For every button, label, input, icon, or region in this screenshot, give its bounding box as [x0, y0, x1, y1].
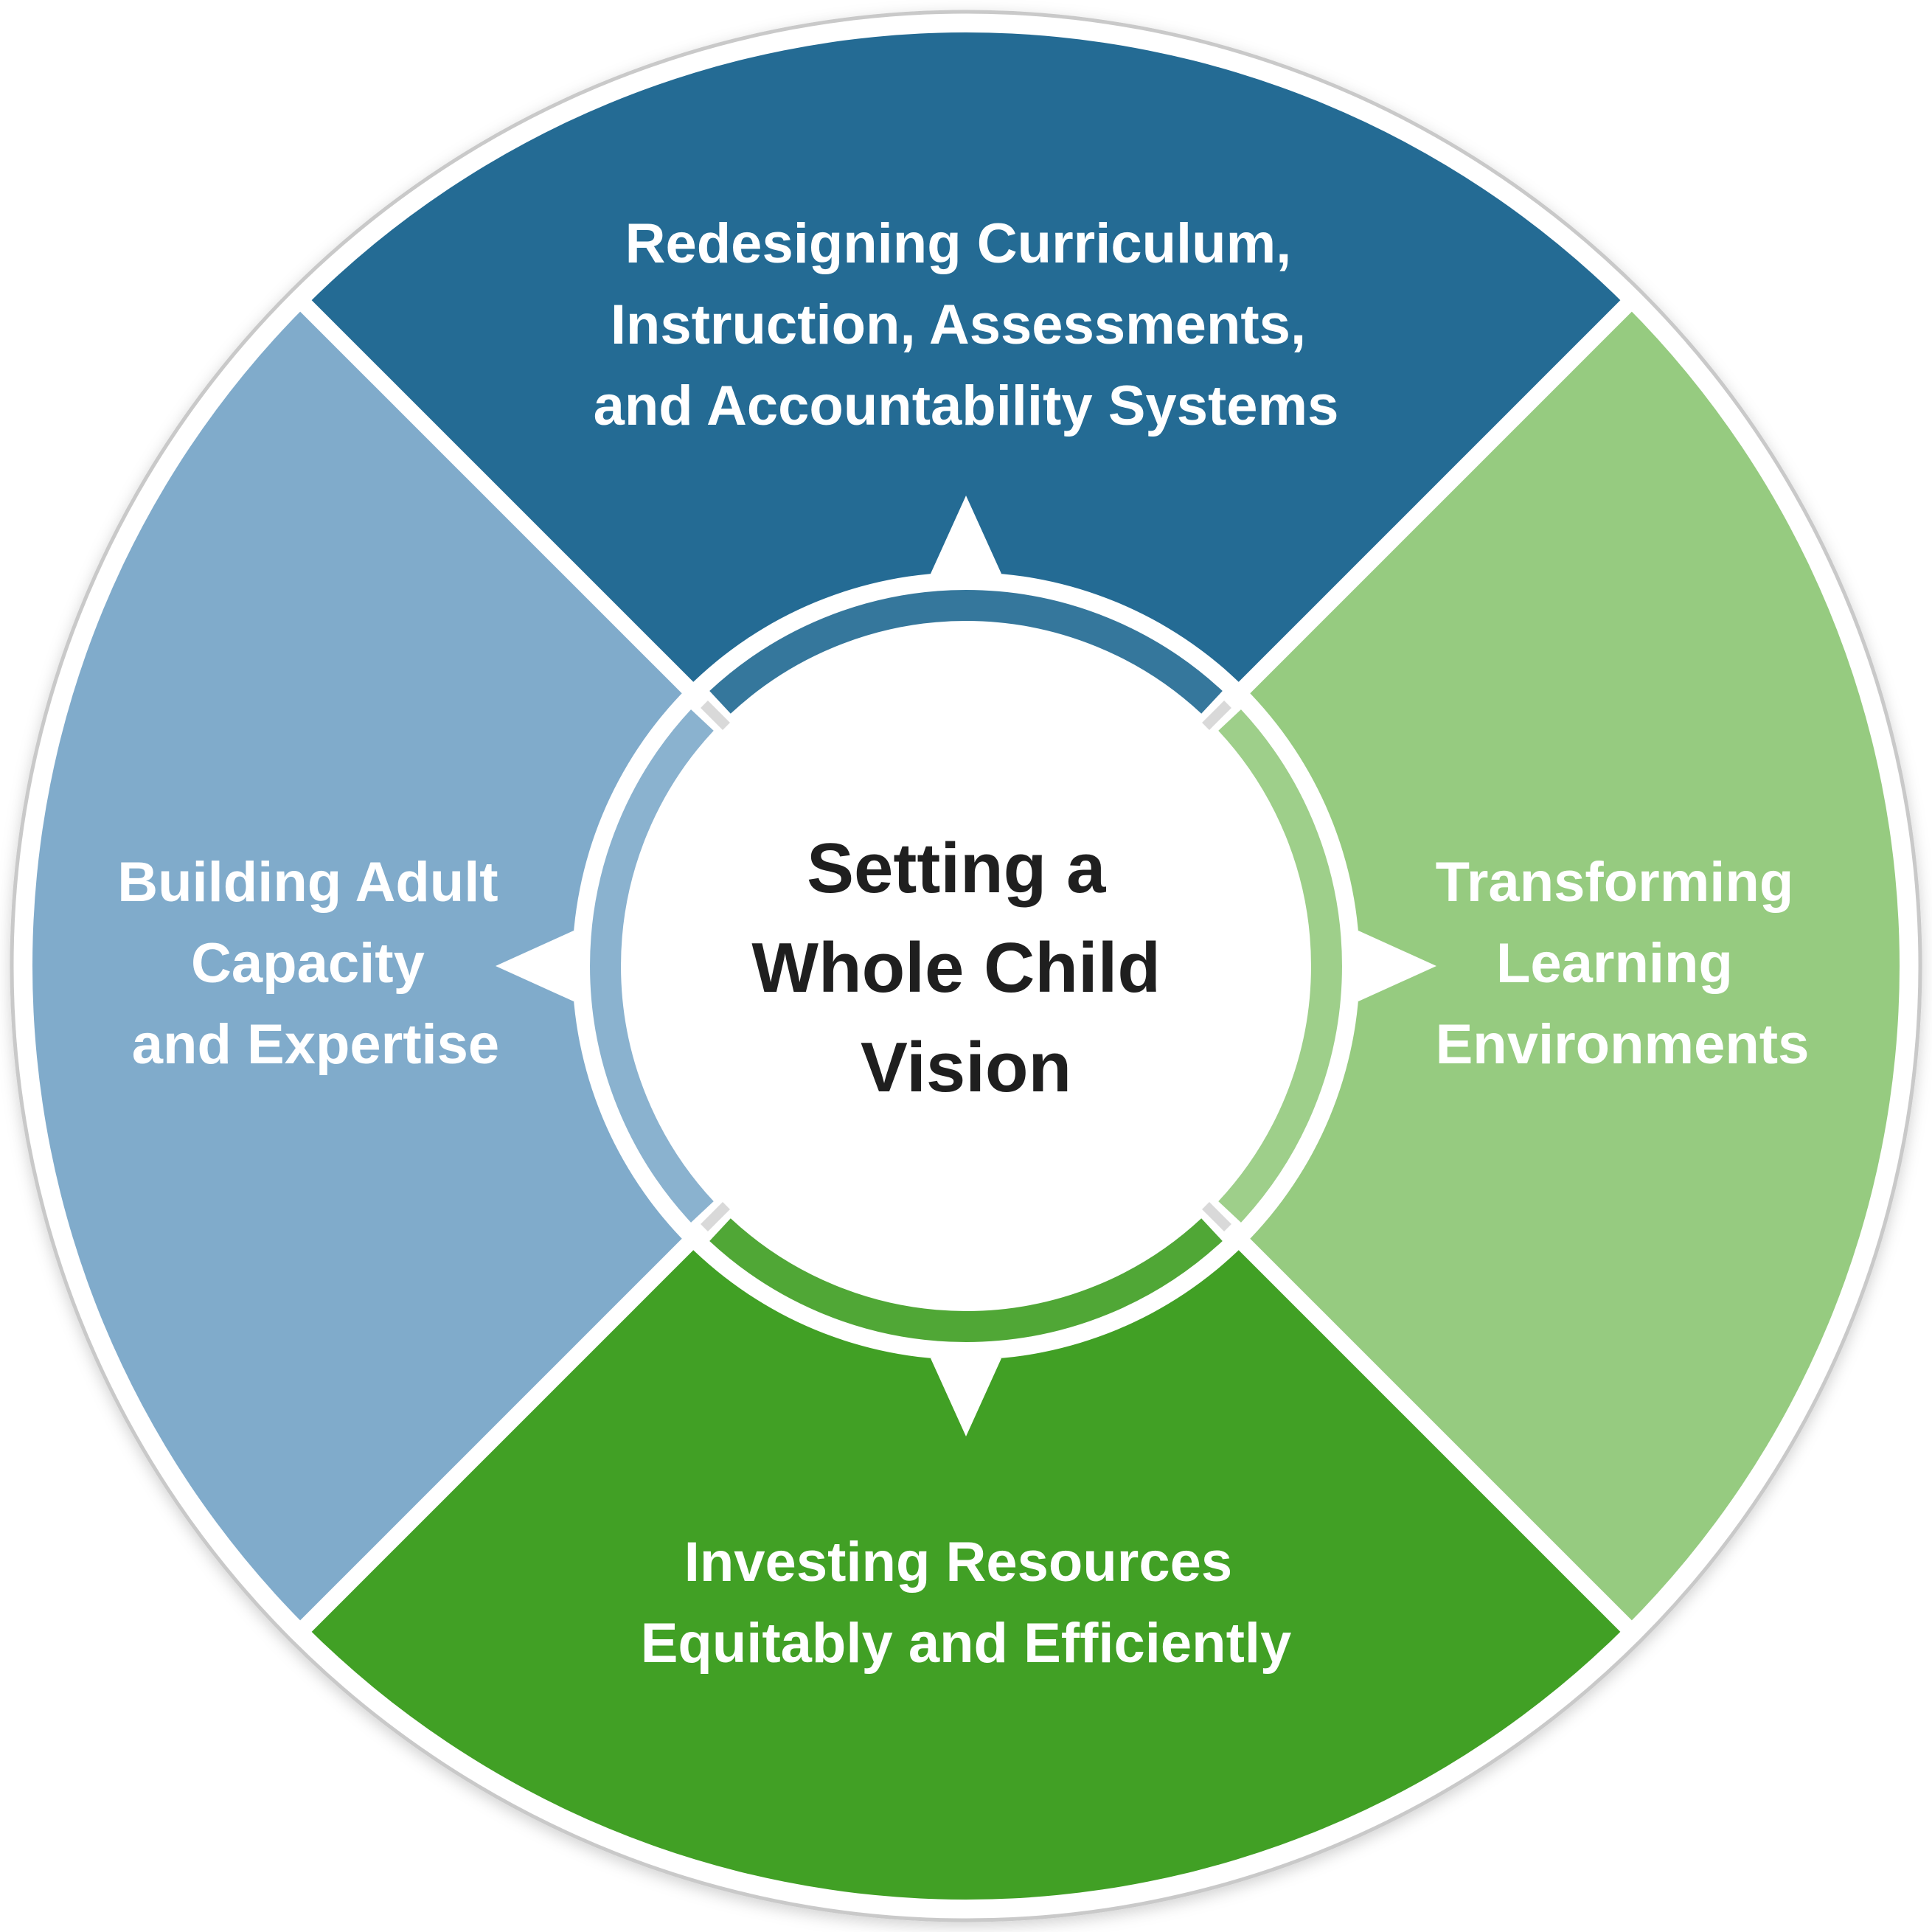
quadrant-left-line-2: Capacity [191, 932, 425, 995]
quadrant-top-line-3: and Accountability Systems [594, 375, 1339, 437]
hub-ring-left [590, 709, 714, 1223]
hub-ring-right [1218, 709, 1342, 1223]
quadrant-right-line-1: Transforming [1436, 851, 1794, 914]
quadrant-right-line-3: Environments [1436, 1013, 1810, 1076]
quadrant-left-label: Building Adult Capacity and Expertise [117, 851, 514, 1076]
hub-ring-bottom [709, 1218, 1223, 1342]
hub-ring-top [709, 590, 1223, 714]
quadrant-right-line-2: Learning [1496, 932, 1733, 995]
center-title: Setting a Whole Child Vision [751, 829, 1180, 1107]
quadrant-left-line-3: and Expertise [132, 1013, 499, 1076]
quadrant-bottom-line-1: Investing Resources [684, 1531, 1232, 1594]
center-title-line-1: Setting a [807, 829, 1106, 908]
hub-ring-gaps [701, 701, 1231, 1231]
hub-inner-circle [639, 639, 1293, 1293]
quadrant-bottom-line-2: Equitably and Efficiently [641, 1612, 1292, 1675]
center-title-line-3: Vision [861, 1028, 1071, 1107]
quadrant-top-line-1: Redesigning Curriculum, [625, 212, 1292, 275]
quadrant-top-label: Redesigning Curriculum, Instruction, Ass… [594, 212, 1339, 437]
hub-ring [590, 590, 1342, 1342]
quadrant-bottom-label: Investing Resources Equitably and Effici… [641, 1531, 1292, 1675]
quadrant-left-line-1: Building Adult [117, 851, 498, 914]
center-title-line-2: Whole Child [751, 928, 1161, 1007]
quadrant-top-line-2: Instruction, Assessments, [611, 293, 1306, 356]
center-hub [496, 496, 1436, 1436]
quadrant-right-label: Transforming Learning Environments [1436, 851, 1810, 1076]
